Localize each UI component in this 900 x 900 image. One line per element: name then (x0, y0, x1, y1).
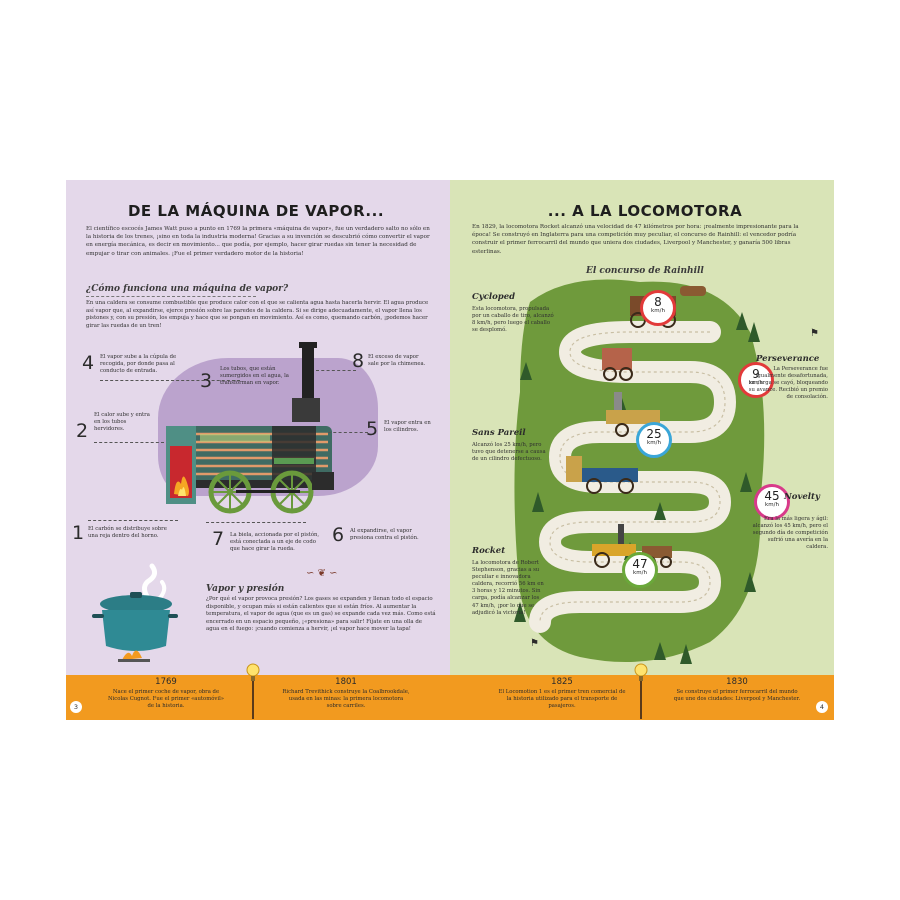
leader-line-8 (316, 370, 356, 371)
timeline-year-1801: 1801 (335, 677, 357, 687)
step-text-5: El vapor entra en los cilindros. (384, 420, 431, 434)
novelty-train (566, 456, 638, 494)
ornament-divider: ∽ ❦ ∽ (306, 568, 338, 579)
page-number-left: 3 (70, 701, 82, 713)
title-underline (86, 296, 256, 297)
steam-engine-illustration (166, 342, 334, 514)
timeline-text-1769: Nace el primer coche de vapor, obra de N… (107, 689, 225, 709)
timeline-year-1825: 1825 (551, 677, 573, 687)
leader-line-2 (94, 442, 164, 443)
entry-text-perseverance: La Perseverance fue igualmente desafortu… (748, 366, 828, 401)
entry-name-novelty: Novelty (784, 492, 820, 502)
step-text-1: El carbón se distribuye sobre una reja d… (88, 526, 167, 540)
entry-text-novelty: Era la más ligera y ágil: alcanzó los 45… (752, 516, 828, 551)
step-number-7: 7 (212, 528, 225, 550)
leader-line-4 (100, 380, 240, 381)
timeline-text-1801: Richard Trevithick construye la Coalbroo… (282, 689, 410, 709)
timeline-bar: 3 4 1769 Nace el primer coche de vapor, … (66, 663, 834, 720)
contest-title: El concurso de Rainhill (586, 266, 704, 276)
step-text-7: La biela, accionada por el pistón, está … (230, 532, 320, 553)
leader-line-7 (206, 522, 306, 523)
step-text-4: El vapor sube a la cúpula de recogida, p… (100, 354, 177, 375)
how-it-works-title: ¿Cómo funciona una máquina de vapor? (86, 284, 289, 294)
right-intro: En 1829, la locomotora Rocket alcanzó un… (472, 224, 799, 255)
timeline-year-1769: 1769 (155, 677, 177, 687)
leader-line-5 (328, 432, 368, 433)
step-text-8: El exceso de vapor sale por la chimenea. (368, 354, 426, 368)
lamp-icon (246, 663, 260, 719)
book-spread: DE LA MÁQUINA DE VAPOR... El científico … (66, 180, 834, 720)
pressure-title: Vapor y presión (206, 584, 285, 594)
step-text-2: El calor sube y entra en los tubos hervi… (94, 412, 150, 433)
entry-name-sans-pareil: Sans Pareil (472, 428, 526, 438)
step-text-3: Los tubos, que están sumergidos en el ag… (220, 366, 289, 387)
checkered-flag-icon: ⚑ (530, 638, 539, 649)
entry-text-sans-pareil: Alcanzó los 25 km/h, pero tuvo que deten… (472, 442, 546, 463)
step-number-6: 6 (332, 524, 345, 546)
left-intro: El científico escocés James Watt puso a … (86, 226, 430, 257)
step-number-5: 5 (366, 418, 379, 440)
step-number-8: 8 (352, 350, 365, 372)
step-text-6: Al expandirse, el vapor presiona contra … (350, 528, 419, 542)
step-number-2: 2 (76, 420, 89, 442)
timeline-text-1830: Se construye el primer ferrocarril del m… (673, 689, 801, 702)
timeline-year-1830: 1830 (726, 677, 748, 687)
right-title: ... A LA LOCOMOTORA (547, 202, 743, 220)
left-title: DE LA MÁQUINA DE VAPOR... (127, 202, 385, 220)
pressure-text: ¿Por qué el vapor provoca presión? Los g… (206, 596, 436, 633)
page-number-right: 4 (816, 701, 828, 713)
boiling-pot-illustration (92, 563, 178, 662)
left-page: DE LA MÁQUINA DE VAPOR... El científico … (66, 180, 450, 675)
perseverance-train (602, 348, 633, 381)
step-number-1: 1 (72, 522, 85, 544)
entry-text-rocket: La locomotora de Robert Stephenson, grac… (472, 560, 544, 616)
step-number-3: 3 (200, 370, 213, 392)
lamp-icon (634, 663, 648, 719)
leader-line-1 (88, 520, 178, 521)
step-number-4: 4 (82, 352, 95, 374)
how-it-works-text: En una caldera se consume combustible qu… (86, 300, 429, 329)
entry-name-perseverance: Perseverance (756, 354, 820, 364)
entry-name-rocket: Rocket (472, 546, 506, 556)
rocket-train (592, 524, 672, 568)
timeline-text-1825: El Locomotion 1 es el primer tren comerc… (498, 689, 626, 709)
entry-name-cycloped: Cycloped (472, 292, 516, 302)
right-page: ... A LA LOCOMOTORA En 1829, la locomoto… (450, 180, 834, 675)
checkered-flag-icon: ⚑ (810, 328, 819, 339)
entry-text-cycloped: Esta locomotora, propulsada por un cabal… (472, 306, 554, 334)
